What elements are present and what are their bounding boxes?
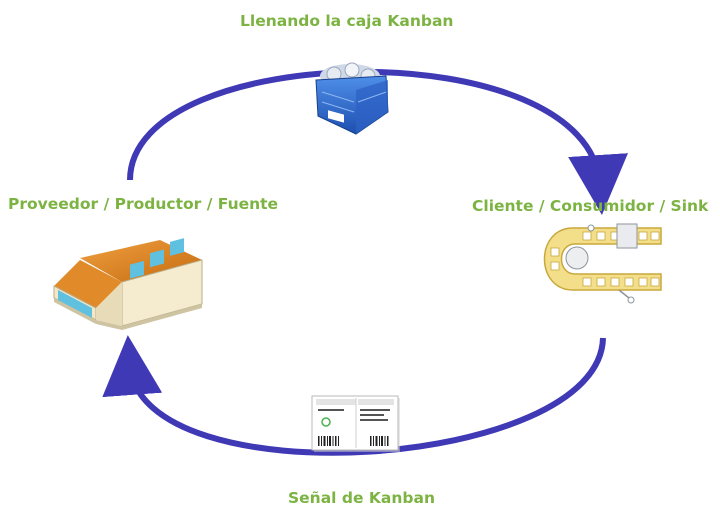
label-supplier: Proveedor / Productor / Fuente	[8, 195, 279, 213]
conveyor-belt-icon	[543, 223, 662, 304]
label-kanban-signal: Señal de Kanban	[288, 489, 435, 507]
label-filling-kanban-box: Llenando la caja Kanban	[240, 12, 454, 30]
label-customer: Cliente / Consumidor / Sink	[472, 197, 709, 215]
kanban-card-icon	[311, 395, 400, 452]
kanban-bin-icon	[315, 62, 389, 135]
factory-building-icon	[53, 238, 203, 330]
